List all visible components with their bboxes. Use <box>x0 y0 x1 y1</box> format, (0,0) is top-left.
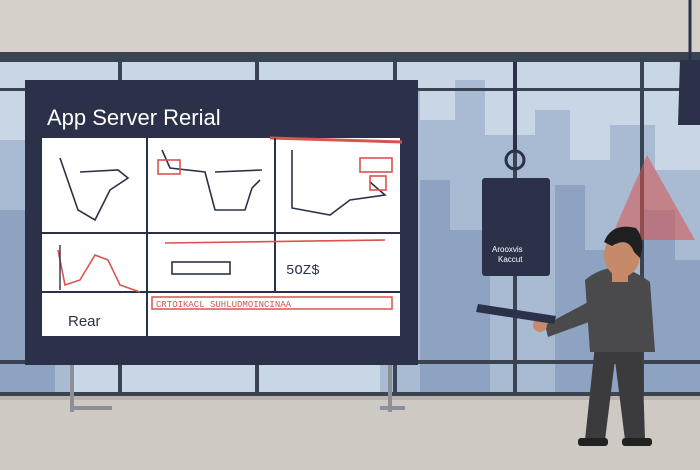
red-light-beam <box>610 155 695 240</box>
presentation-board: App Server Rerial 5OZ$ Rear CRTOIKACL SU… <box>25 80 418 365</box>
sketch-shape-2 <box>161 149 263 211</box>
sketch-shape-3 <box>291 150 387 216</box>
red-banner <box>151 296 393 310</box>
ceiling <box>0 0 700 55</box>
board-grid <box>42 138 400 336</box>
sketch-red-box-2 <box>157 159 181 175</box>
ceiling-beam <box>0 52 700 58</box>
red-banner-text: CRTOIKACL SUHLUDMOINCINAA <box>156 300 292 310</box>
money-label: 5OZ$ <box>286 263 320 279</box>
stand-legs <box>70 365 405 412</box>
floor <box>0 398 700 470</box>
hanging-sign: Arooxvis Kaccut <box>482 62 550 276</box>
sign-line-2: Kaccut <box>498 255 523 264</box>
sketch-line-chart-1 <box>59 157 130 222</box>
sketch-bar-5 <box>171 261 231 275</box>
sketch-red-line-5 <box>164 239 386 244</box>
presenter <box>476 226 655 446</box>
board-title: App Server Rerial <box>47 105 221 130</box>
sketch-red-box-3a <box>359 157 393 173</box>
pendant-lamp <box>678 0 700 125</box>
floor-edge <box>0 396 700 400</box>
title-underline <box>269 136 403 144</box>
sign-line-1: Arooxvis <box>492 245 523 254</box>
bottom-left-label: Rear <box>68 313 101 330</box>
sketch-red-box-3b <box>369 175 387 191</box>
tablet <box>476 304 556 324</box>
sketch-wave-4 <box>57 249 141 293</box>
